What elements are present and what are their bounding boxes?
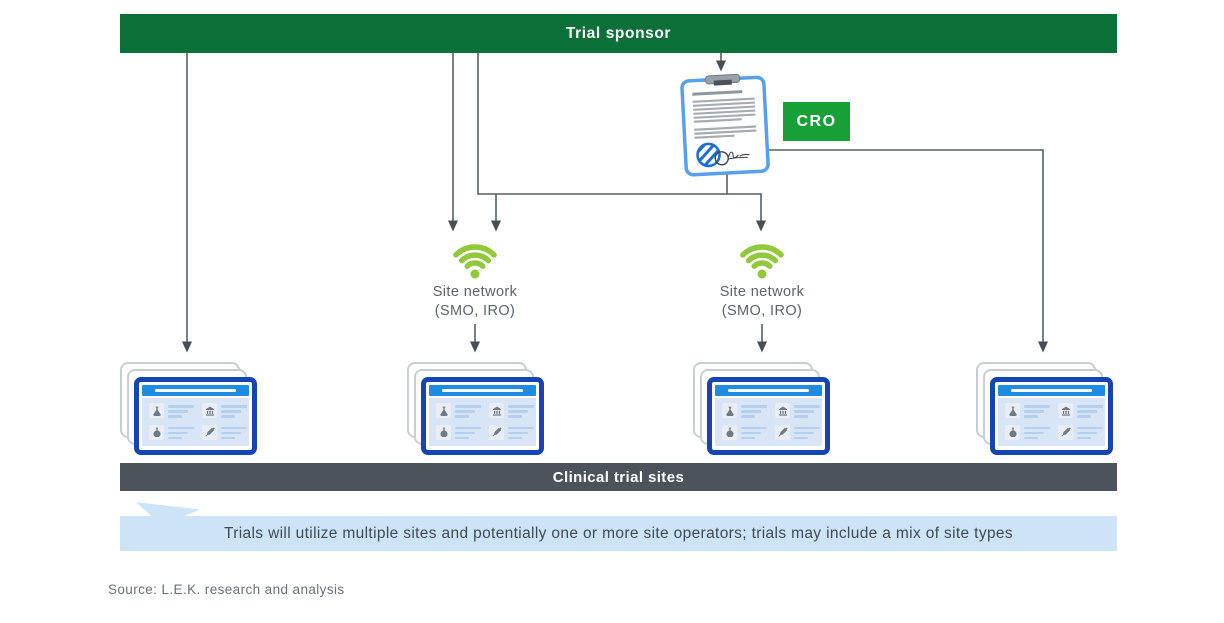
placeholder-text-lines (741, 425, 767, 439)
round-flask-icon (722, 424, 737, 440)
flask-icon (149, 403, 164, 418)
site-card-entry (1005, 403, 1050, 420)
browser-topbar (998, 385, 1105, 396)
round-flask-icon (1005, 424, 1020, 440)
clinical-site-workstation-icon (421, 377, 544, 455)
clinical-site-card-4 (976, 362, 1116, 456)
placeholder-text-lines (794, 425, 820, 439)
clinical-site-workstation-icon (707, 377, 830, 455)
site-card-entry (436, 424, 481, 442)
placeholder-text-lines (508, 403, 534, 418)
address-bar-stripe (727, 389, 810, 392)
clinical-trial-sites-label: Clinical trial sites (552, 468, 685, 486)
placeholder-text-lines (221, 425, 247, 439)
placeholder-text-lines (508, 425, 534, 439)
clinical-trial-sites-bar: Clinical trial sites (120, 463, 1117, 491)
round-flask-icon (436, 424, 451, 440)
site-card-entry (1058, 424, 1103, 442)
site-card-entry (489, 403, 534, 420)
placeholder-text-lines (455, 403, 481, 418)
placeholder-text-lines (455, 425, 481, 439)
source-note: Source: L.E.K. research and analysis (108, 582, 345, 597)
callout-banner: Trials will utilize multiple sites and p… (120, 516, 1117, 551)
institution-icon (489, 403, 504, 418)
clinical-site-workstation-icon (990, 377, 1113, 455)
site-network-2-line2: (SMO, IRO) (721, 303, 803, 319)
flask-icon (436, 403, 451, 418)
site-network-2-line1: Site network (719, 284, 805, 300)
site-network-label-2: Site network (SMO, IRO) (677, 283, 847, 321)
placeholder-text-lines (1024, 425, 1050, 439)
site-card-entry (1005, 424, 1050, 442)
signed-contract-clipboard-icon (680, 73, 770, 177)
site-card-panel (715, 398, 822, 446)
wifi-icon (453, 244, 497, 279)
clinical-site-card-2 (407, 362, 547, 456)
wifi-icon (740, 244, 784, 279)
address-bar-stripe (441, 389, 524, 392)
site-card-entry (722, 424, 767, 442)
flask-icon (722, 403, 737, 418)
site-card-entry (775, 403, 820, 420)
placeholder-text-lines (168, 425, 194, 439)
clinical-site-card-1 (120, 362, 260, 456)
clinical-site-workstation-icon (134, 377, 257, 455)
flask-icon (1005, 403, 1020, 418)
institution-icon (1058, 403, 1073, 418)
clinical-site-card-3 (693, 362, 833, 456)
syringe-icon (202, 424, 217, 440)
callout-banner-text: Trials will utilize multiple sites and p… (224, 524, 1013, 542)
site-card-entry (202, 403, 247, 420)
site-card-entry (202, 424, 247, 442)
syringe-icon (775, 424, 790, 440)
site-card-panel (142, 398, 249, 446)
browser-topbar (142, 385, 249, 396)
placeholder-text-lines (794, 403, 820, 418)
cro-box: CRO (783, 102, 850, 141)
placeholder-text-lines (1077, 403, 1103, 418)
site-card-entry (436, 403, 481, 420)
address-bar-stripe (154, 389, 237, 392)
syringe-icon (1058, 424, 1073, 440)
cro-label: CRO (796, 112, 837, 130)
placeholder-text-lines (741, 403, 767, 418)
site-network-label-1: Site network (SMO, IRO) (390, 283, 560, 321)
arrow-cro-to-site4 (769, 149, 1048, 353)
site-network-1-line2: (SMO, IRO) (434, 303, 516, 319)
browser-topbar (715, 385, 822, 396)
round-flask-icon (149, 424, 164, 440)
address-bar-stripe (1010, 389, 1093, 392)
placeholder-text-lines (221, 403, 247, 418)
site-card-entry (489, 424, 534, 442)
site-card-panel (998, 398, 1105, 446)
syringe-icon (489, 424, 504, 440)
site-network-1-line1: Site network (432, 284, 518, 300)
site-card-panel (429, 398, 536, 446)
institution-icon (202, 403, 217, 418)
site-card-entry (1058, 403, 1103, 420)
placeholder-text-lines (168, 403, 194, 418)
arrow-sponsor-to-network2 (477, 53, 766, 232)
browser-topbar (429, 385, 536, 396)
institution-icon (775, 403, 790, 418)
placeholder-text-lines (1077, 425, 1103, 439)
signature-squiggle (727, 151, 750, 160)
site-card-entry (149, 424, 194, 442)
site-card-entry (722, 403, 767, 420)
seal-stripes (696, 143, 721, 167)
trial-sponsor-label: Trial sponsor (565, 24, 672, 42)
site-card-entry (149, 403, 194, 420)
placeholder-text-lines (1024, 403, 1050, 418)
trial-sponsor-bar: Trial sponsor (120, 14, 1117, 53)
site-card-entry (775, 424, 820, 442)
